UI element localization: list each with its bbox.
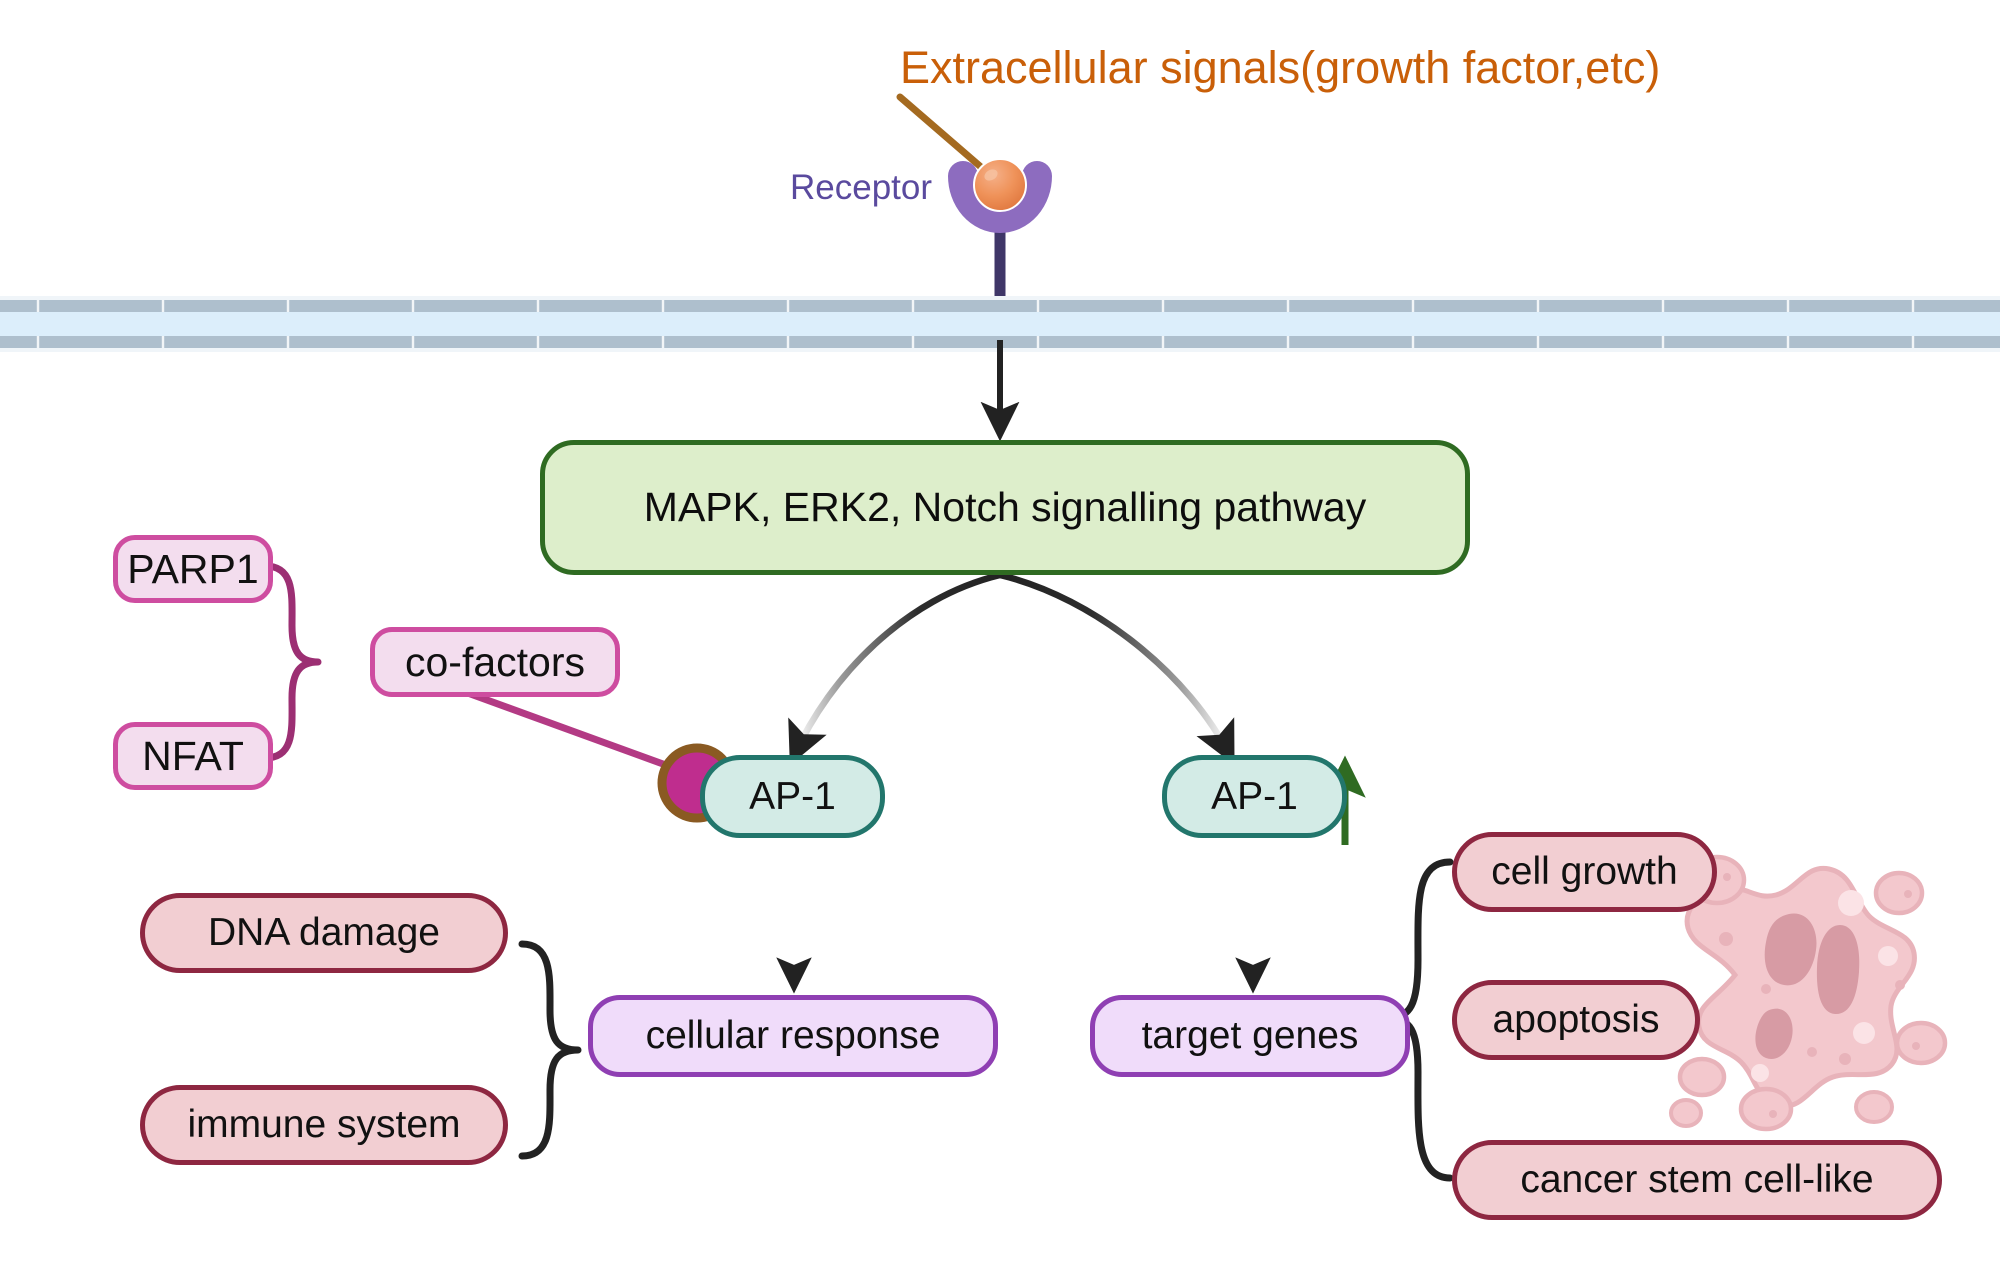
- response-inputs-brace: [518, 940, 582, 1160]
- target-genes-box[interactable]: target genes: [1090, 995, 1410, 1077]
- cofactor-source-brace: [261, 562, 322, 762]
- receptor-cup-icon: [948, 161, 1052, 233]
- response-input-dna-damage[interactable]: DNA damage: [140, 893, 508, 973]
- cofactor-source-parp1[interactable]: PARP1: [113, 535, 273, 603]
- apoptotic-cell-icon: [1669, 854, 1948, 1132]
- receptor-label: Receptor: [790, 168, 933, 207]
- ligand-ball-icon: [973, 158, 1027, 212]
- ligand-pointer-line: [896, 93, 1000, 184]
- pathway-to-ap1-right-arrow: [999, 571, 1235, 766]
- extracellular-signals-label: Extracellular signals(growth factor,etc): [900, 42, 1661, 93]
- target-outcome-cancer-stem-cell-like[interactable]: cancer stem cell-like: [1452, 1140, 1942, 1220]
- target-outcome-apoptosis[interactable]: apoptosis: [1452, 980, 1700, 1060]
- response-input-immune-system[interactable]: immune system: [140, 1085, 508, 1165]
- cofactor-source-nfat[interactable]: NFAT: [113, 722, 273, 790]
- ap1-node-left[interactable]: AP-1: [700, 755, 885, 838]
- cofactors-box[interactable]: co-factors: [370, 627, 620, 697]
- pathway-to-ap1-left-arrow: [788, 571, 1001, 766]
- ap1-node-right[interactable]: AP-1: [1162, 755, 1347, 838]
- pathway-box-mapk[interactable]: MAPK, ERK2, Notch signalling pathway: [540, 440, 1470, 575]
- cellular-response-box[interactable]: cellular response: [588, 995, 998, 1077]
- target-outcome-cell-growth[interactable]: cell growth: [1452, 832, 1717, 912]
